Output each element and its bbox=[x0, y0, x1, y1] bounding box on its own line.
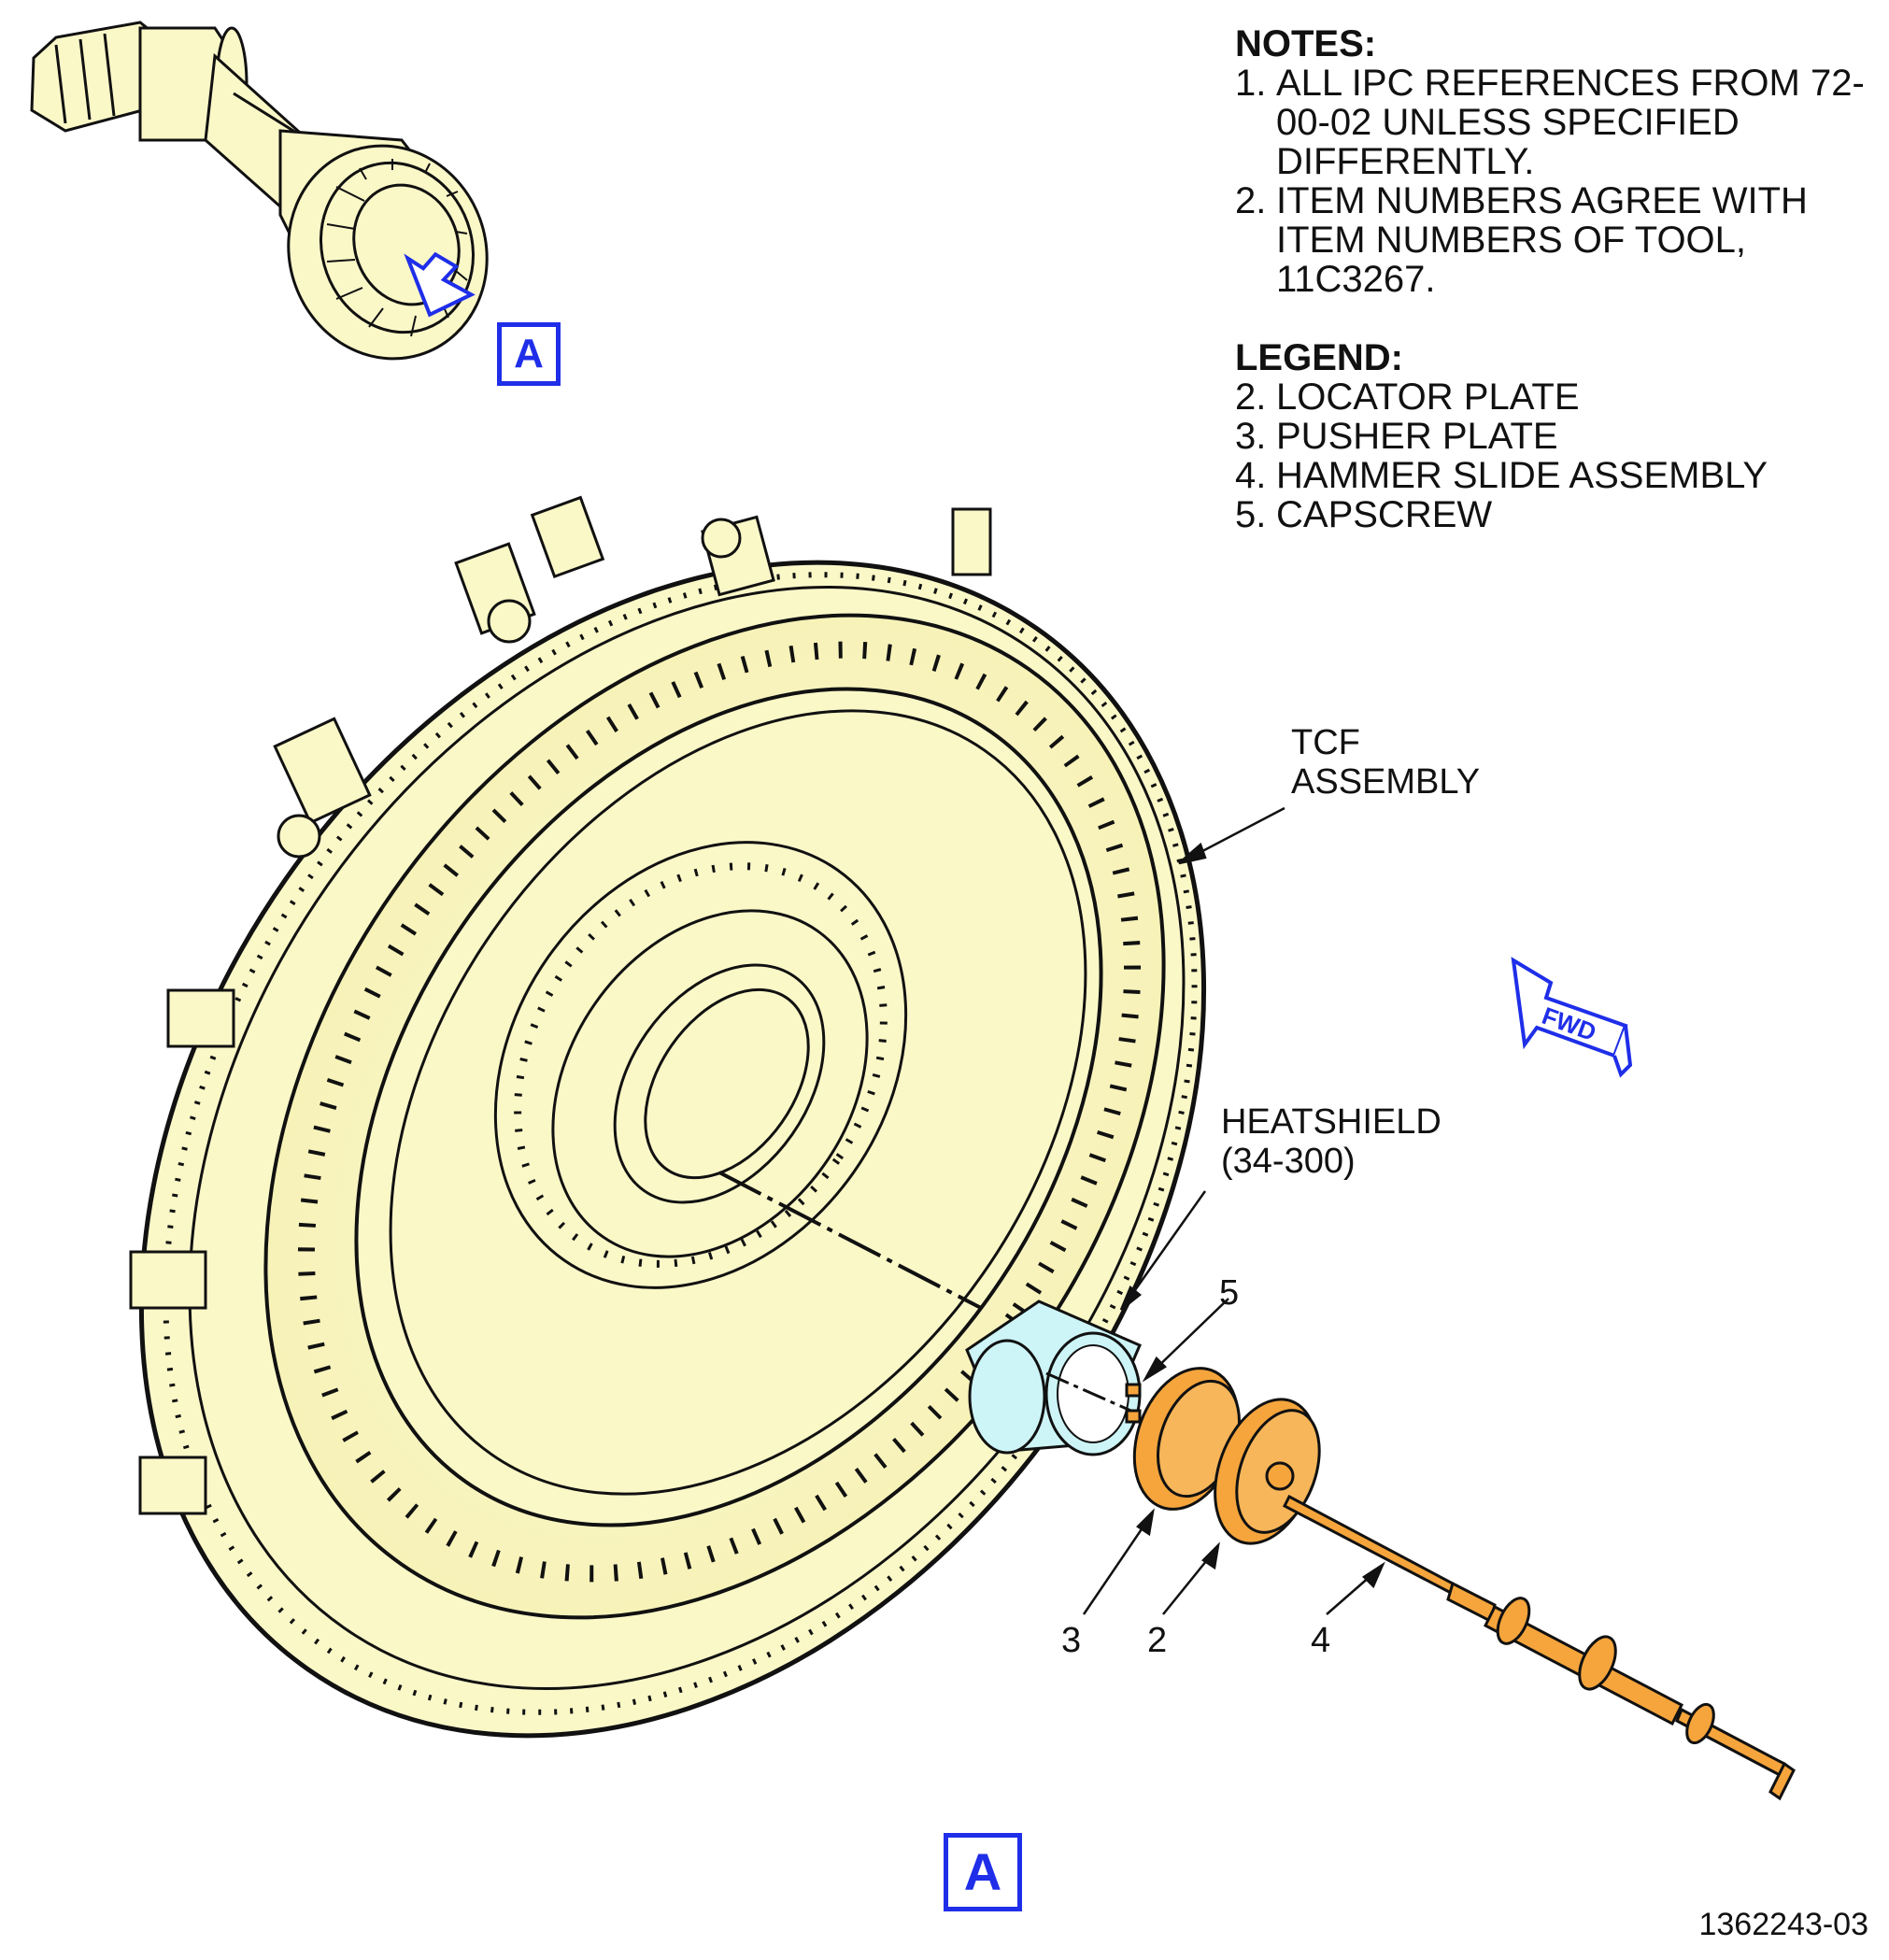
legend-title: LEGEND: bbox=[1235, 337, 1403, 378]
callout-item-5: 5 bbox=[1219, 1273, 1240, 1313]
callout-item-4: 4 bbox=[1311, 1621, 1331, 1660]
tcf-assembly bbox=[129, 495, 1207, 1739]
heatshield bbox=[965, 1300, 1142, 1456]
view-arrow-icon bbox=[404, 251, 476, 318]
heatshield-label: HEATSHIELD (34-300) bbox=[1221, 1102, 1442, 1181]
fwd-arrow-icon bbox=[1511, 957, 1633, 1078]
note-item: 2. ITEM NUMBERS AGREE WITH ITEM NUMBERS … bbox=[1235, 180, 1808, 300]
capscrew bbox=[1125, 1383, 1142, 1398]
callout-item-3: 3 bbox=[1061, 1621, 1082, 1660]
leader-lines bbox=[1082, 806, 1385, 1615]
callout-item-2: 2 bbox=[1147, 1621, 1168, 1660]
legend-item: 2. LOCATOR PLATE bbox=[1235, 376, 1580, 418]
rotor-shaft-view bbox=[30, 21, 489, 361]
notes-title: NOTES: bbox=[1235, 23, 1377, 64]
view-a-reference-bottom: A bbox=[944, 1833, 1022, 1911]
tcf-assembly-label: TCF ASSEMBLY bbox=[1291, 723, 1481, 802]
notes-block: NOTES: 1. ALL IPC REFERENCES FROM 72-00-… bbox=[1235, 24, 1874, 534]
legend-item: 3. PUSHER PLATE bbox=[1235, 416, 1558, 457]
hammer-slide-assembly bbox=[1282, 1494, 1796, 1801]
note-item: 1. ALL IPC REFERENCES FROM 72-00-02 UNLE… bbox=[1235, 63, 1865, 182]
legend-item: 5. CAPSCREW bbox=[1235, 494, 1493, 535]
tool-assembly bbox=[1125, 1367, 1796, 1801]
figure-number: 1362243-03 bbox=[1698, 1907, 1868, 1942]
view-a-reference-top: A bbox=[497, 322, 561, 386]
legend-item: 4. HAMMER SLIDE ASSEMBLY bbox=[1235, 455, 1768, 496]
